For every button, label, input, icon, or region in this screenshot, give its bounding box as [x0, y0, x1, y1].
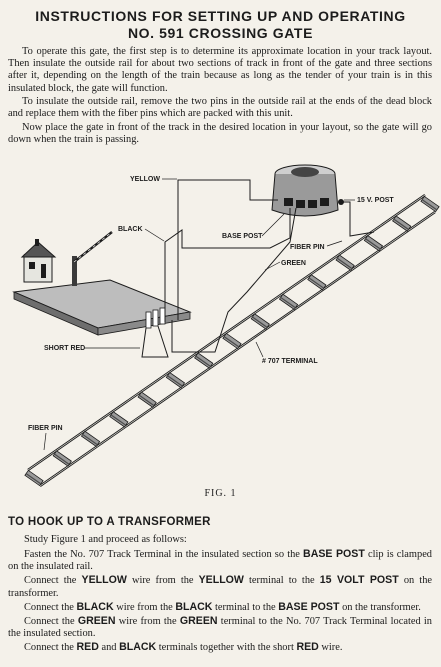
crossing-gate — [12, 231, 192, 336]
track-tie — [392, 215, 412, 232]
label-base-post: BASE POST — [222, 233, 263, 240]
label-yellow: YELLOW — [130, 176, 160, 183]
hookup-step: Connect the GREEN wire from the GREEN te… — [8, 615, 432, 640]
step-text: Connect the — [24, 616, 78, 628]
track-tie — [420, 195, 440, 213]
step-emphasis: YELLOW — [198, 574, 244, 587]
hookup-step: Connect the RED and BLACK terminals toge… — [8, 641, 432, 654]
track-tie — [137, 391, 157, 408]
track-tie — [222, 332, 242, 350]
step-text: terminals together with the short — [156, 642, 297, 654]
step-text: and — [98, 642, 120, 654]
label-fiber-pin-bottom: FIBER PIN — [28, 425, 63, 432]
section-heading: TO HOOK UP TO A TRANSFORMER — [8, 516, 211, 528]
track-tie — [307, 274, 327, 291]
track-tie — [109, 411, 129, 428]
hookup-step: Fasten the No. 707 Track Terminal in the… — [8, 548, 432, 573]
step-text: clip is clamped on the insulated rail. — [8, 549, 432, 573]
label-fiber-pin-top: FIBER PIN — [290, 244, 325, 251]
step-text: wire from the — [126, 575, 199, 587]
step-emphasis: BASE POST — [303, 548, 365, 560]
label-green: GREEN — [281, 260, 306, 267]
step-text: Connect the — [24, 601, 77, 613]
figure-caption: FIG. 1 — [204, 488, 237, 499]
intro-paragraph-2: To insulate the outside rail, remove the… — [8, 96, 432, 120]
wires — [141, 179, 375, 358]
page-title: INSTRUCTIONS FOR SETTING UP AND OPERATIN… — [35, 8, 406, 24]
page-subtitle: NO. 591 CROSSING GATE — [127, 25, 314, 41]
step-text: wire from the — [115, 616, 180, 628]
intro-paragraph-3: Now place the gate in front of the track… — [8, 122, 432, 146]
step-emphasis: BASE POST — [278, 600, 340, 613]
label-black: BLACK — [118, 226, 143, 233]
step-emphasis: YELLOW — [81, 574, 127, 587]
track — [24, 194, 440, 487]
track-tie — [24, 469, 44, 487]
step-text: terminal to the — [212, 601, 279, 613]
step-text: Fasten the No. 707 Track Terminal in the… — [24, 549, 304, 560]
hookup-step: Connect the BLACK wire from the BLACK te… — [8, 601, 432, 614]
track-tie — [250, 313, 270, 330]
label-short-red: SHORT RED — [44, 345, 85, 352]
step-emphasis: GREEN — [179, 615, 218, 628]
step-text: terminal to the — [243, 575, 320, 587]
step-text: terminal to the No. 707 Track Terminal l… — [8, 616, 432, 640]
track-tie — [52, 450, 72, 467]
step-emphasis: GREEN — [77, 615, 116, 628]
step-emphasis: BLACK — [175, 600, 213, 613]
track-tie — [80, 430, 101, 447]
step-emphasis: RED — [76, 641, 99, 654]
track-tie — [194, 352, 214, 369]
intro-paragraph-1: To operate this gate, the first step is … — [8, 46, 432, 94]
step-text: Connect the — [24, 642, 77, 654]
label-707-terminal: # 707 TERMINAL — [262, 358, 318, 365]
track-tie — [165, 372, 186, 389]
step-text: Connect the — [24, 575, 82, 587]
step-text: wire from the — [113, 601, 176, 613]
label-15v-post: 15 V. POST — [357, 197, 394, 204]
step-emphasis: RED — [296, 641, 319, 654]
hookup-step: Connect the YELLOW wire from the YELLOW … — [8, 574, 432, 599]
track-tie — [278, 293, 299, 310]
section-intro: Study Figure 1 and proceed as follows: — [24, 534, 187, 545]
step-emphasis: 15 VOLT POST — [319, 574, 399, 587]
step-emphasis: BLACK — [76, 600, 114, 613]
track-tie — [335, 254, 355, 271]
wiring-diagram: YELLOW BLACK 15 V. POST BASE POST FIBER … — [12, 164, 440, 487]
step-emphasis: BLACK — [119, 641, 157, 654]
track-tie — [363, 235, 384, 252]
transformer — [271, 164, 344, 217]
hookup-steps: Fasten the No. 707 Track Terminal in the… — [8, 548, 432, 656]
step-text: on the transformer. — [339, 601, 421, 613]
step-text: wire. — [318, 642, 343, 654]
step-text: on the transformer. — [8, 575, 432, 599]
